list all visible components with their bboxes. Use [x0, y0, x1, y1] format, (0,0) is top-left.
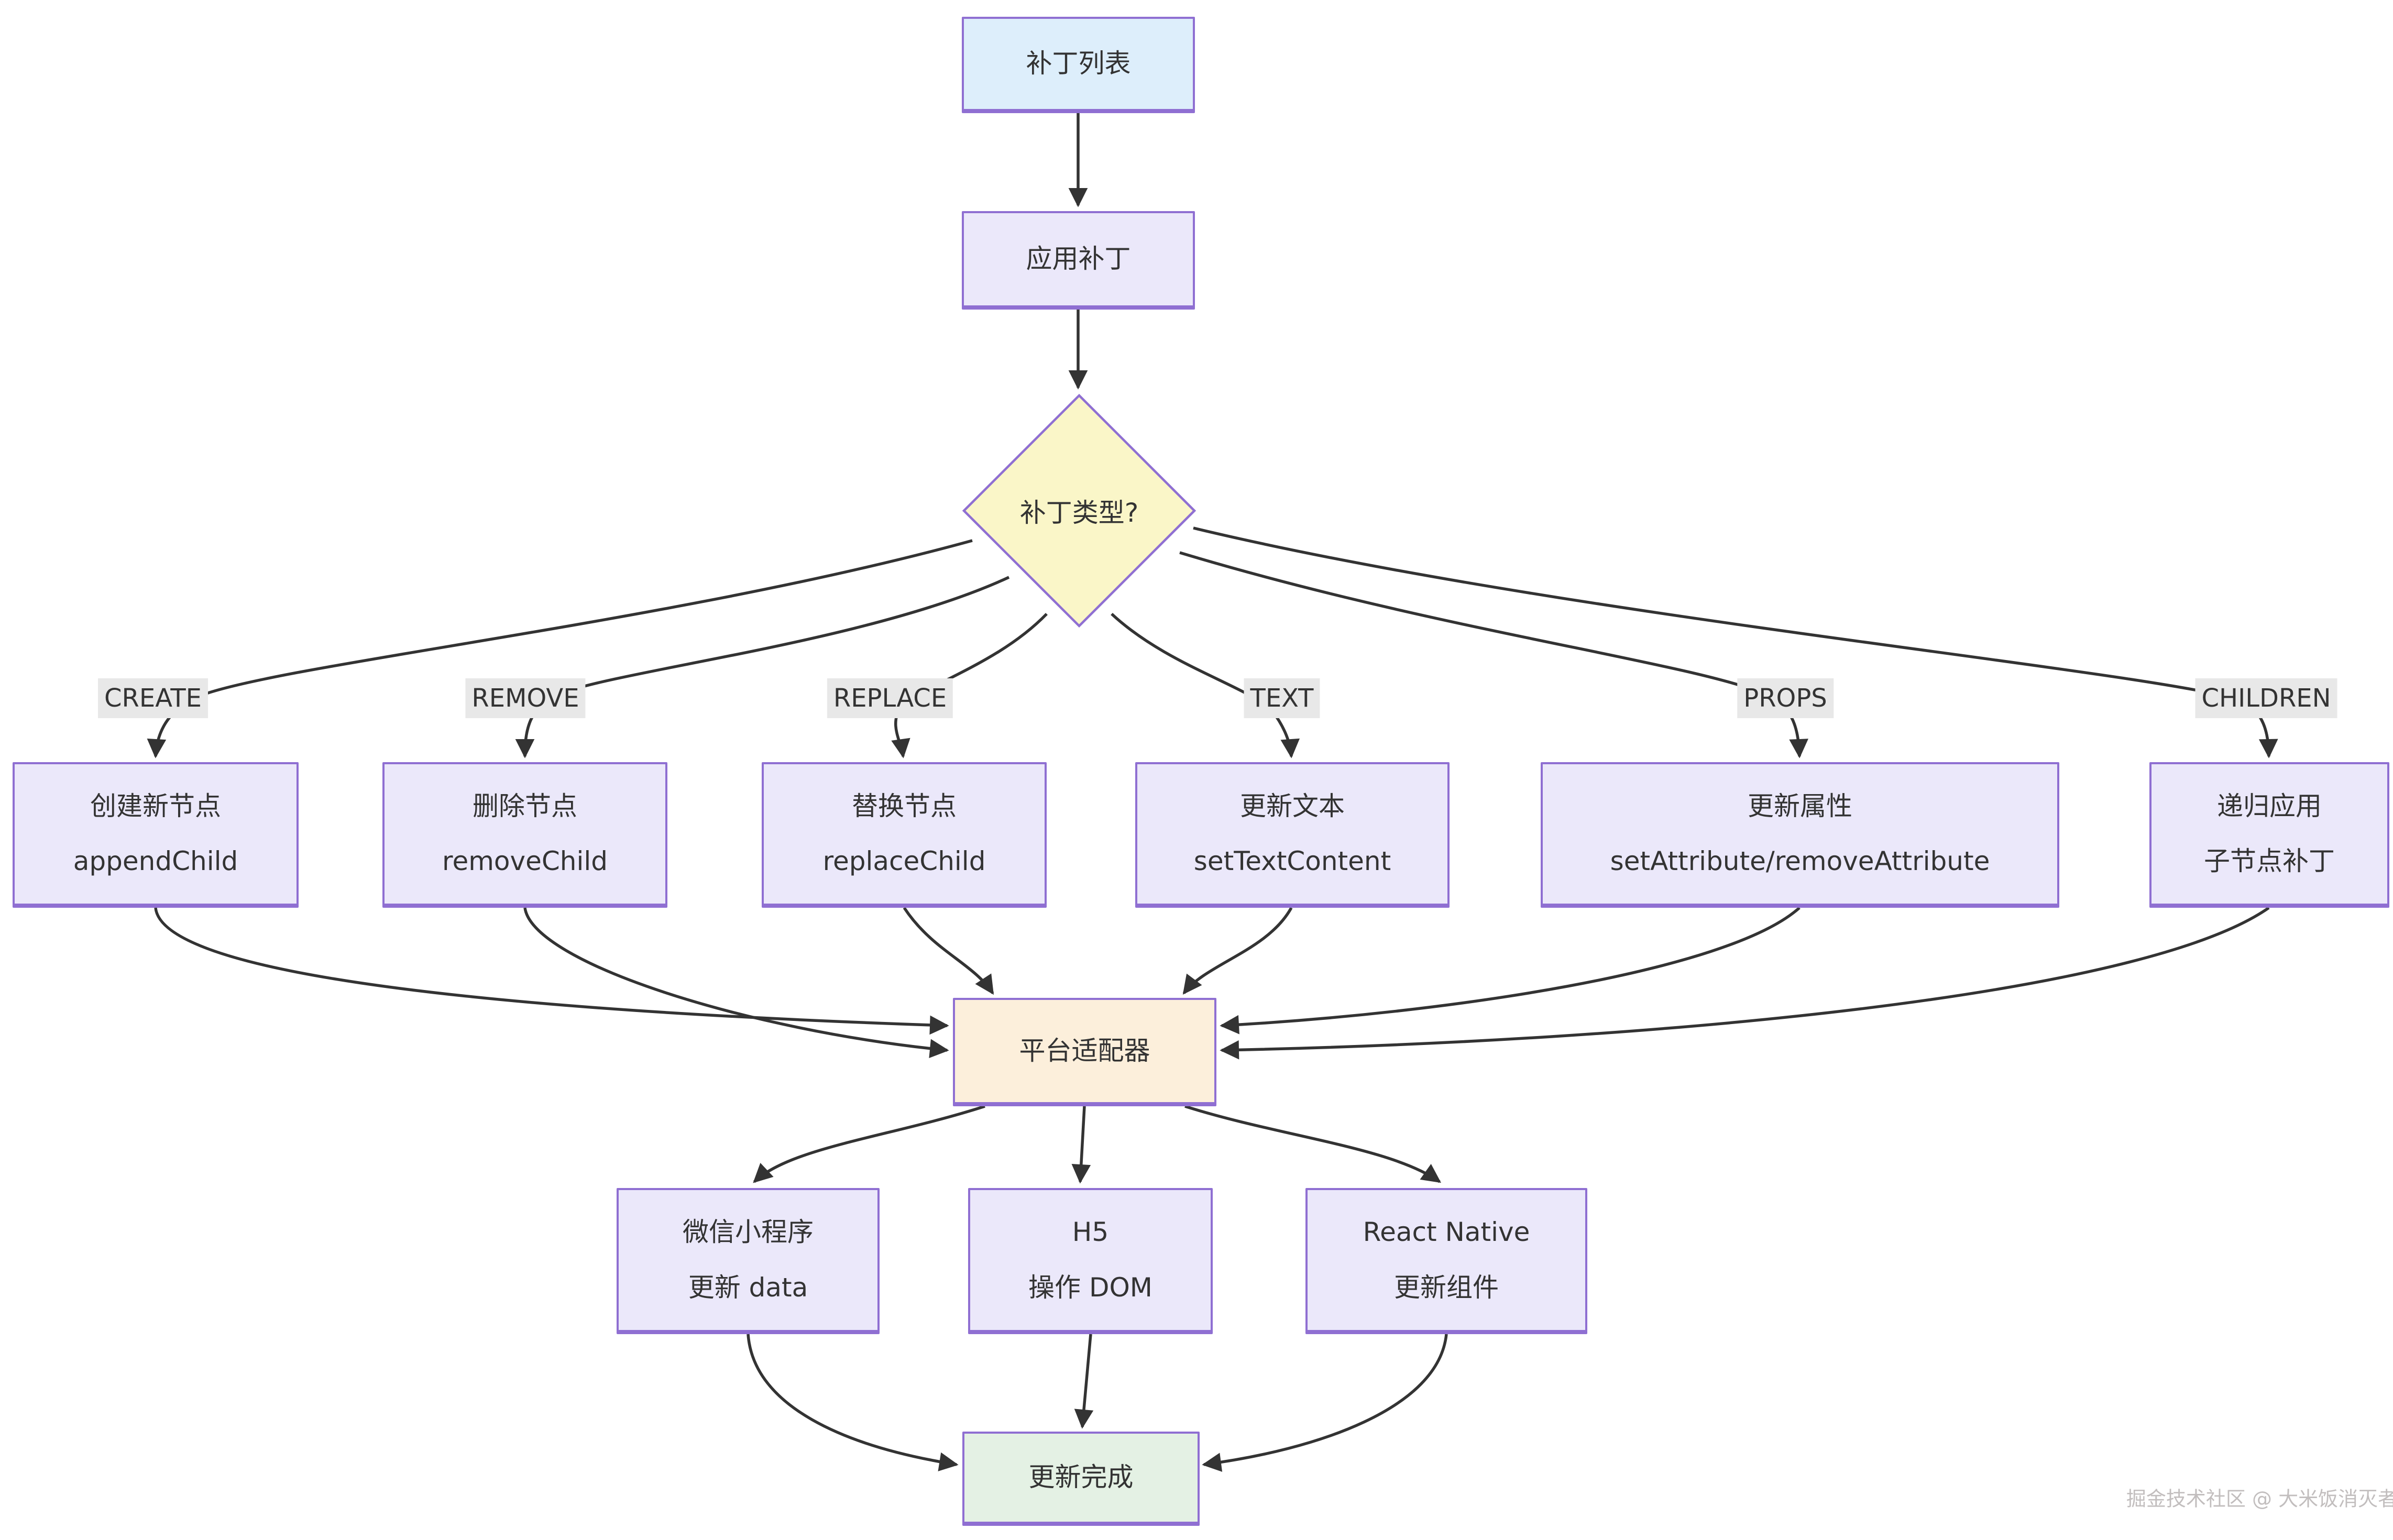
node-replace-node: 替换节点 replaceChild	[762, 762, 1047, 908]
node-react-native-line1: React Native	[1363, 1217, 1530, 1247]
node-h5: H5 操作 DOM	[968, 1188, 1213, 1334]
edge-adapter-h5	[1071, 1106, 1091, 1184]
edge-rn-done	[1202, 1334, 1448, 1472]
edge-patchtype-remove	[515, 576, 1010, 758]
edge-patchtype-children	[1193, 526, 2278, 758]
node-patch-type-diamond	[962, 393, 1196, 628]
node-replace-line2: replaceChild	[822, 846, 986, 876]
edge-h5-done	[1074, 1334, 1094, 1429]
node-react-native: React Native 更新组件	[1305, 1188, 1587, 1334]
node-react-native-line2: 更新组件	[1394, 1272, 1499, 1303]
watermark: 掘金技术社区 @ 大米饭消灭者	[2126, 1487, 2393, 1511]
node-update-props-line1: 更新属性	[1748, 790, 1852, 821]
edge-replace-adapter	[903, 907, 994, 995]
node-recurse-children-line2: 子节点补丁	[2204, 846, 2335, 876]
edge-create-adapter	[154, 907, 949, 1035]
node-wechat-line1: 微信小程序	[683, 1217, 814, 1247]
node-remove-line1: 删除节点	[473, 790, 577, 821]
node-patch-list: 补丁列表	[962, 17, 1195, 113]
node-update-done-label: 更新完成	[1028, 1462, 1134, 1493]
node-update-props: 更新属性 setAttribute/removeAttribute	[1541, 762, 2059, 908]
edge-patchtype-props	[1179, 551, 1808, 758]
node-create-line2: appendChild	[73, 846, 238, 876]
node-update-text-line2: setTextContent	[1193, 846, 1391, 876]
node-apply-patch: 应用补丁	[962, 211, 1195, 310]
edge-label-replace: REPLACE	[827, 678, 953, 718]
node-wechat-miniprogram: 微信小程序 更新 data	[617, 1188, 880, 1334]
node-create-line1: 创建新节点	[90, 790, 221, 821]
edge-wechat-done	[747, 1334, 959, 1471]
node-update-text-line1: 更新文本	[1240, 790, 1345, 821]
node-recurse-children: 递归应用 子节点补丁	[2149, 762, 2389, 908]
edge-remove-adapter	[523, 907, 949, 1059]
node-remove-line2: removeChild	[442, 846, 608, 876]
node-replace-line1: 替换节点	[852, 790, 957, 821]
edge-label-children: CHILDREN	[2195, 678, 2337, 718]
edge-label-remove: REMOVE	[465, 678, 586, 718]
edge-label-props: PROPS	[1737, 678, 1834, 718]
edge-patchtype-create	[147, 539, 973, 758]
edge-adapter-wechat	[753, 1105, 985, 1183]
node-apply-patch-label: 应用补丁	[1026, 244, 1131, 274]
node-h5-line1: H5	[1072, 1217, 1109, 1247]
edge-text-adapter	[1182, 907, 1293, 995]
node-remove-node: 删除节点 removeChild	[382, 762, 667, 908]
edge-label-text: TEXT	[1244, 678, 1320, 718]
node-platform-adapter-label: 平台适配器	[1019, 1035, 1150, 1066]
node-create-new-node: 创建新节点 appendChild	[13, 762, 299, 908]
node-patch-type-label: 补丁类型?	[1019, 498, 1139, 528]
edge-adapter-rn	[1184, 1105, 1441, 1183]
edge-props-adapter	[1220, 906, 1801, 1035]
node-update-done: 更新完成	[962, 1432, 1200, 1526]
edge-label-create: CREATE	[98, 678, 208, 718]
node-h5-line2: 操作 DOM	[1028, 1272, 1152, 1303]
node-patch-list-label: 补丁列表	[1026, 48, 1131, 79]
edge-children-adapter	[1220, 906, 2270, 1060]
node-update-props-line2: setAttribute/removeAttribute	[1610, 846, 1990, 876]
node-platform-adapter: 平台适配器	[953, 998, 1216, 1106]
node-update-text: 更新文本 setTextContent	[1135, 762, 1450, 908]
node-recurse-children-line1: 递归应用	[2217, 790, 2322, 821]
node-wechat-line2: 更新 data	[688, 1272, 808, 1303]
